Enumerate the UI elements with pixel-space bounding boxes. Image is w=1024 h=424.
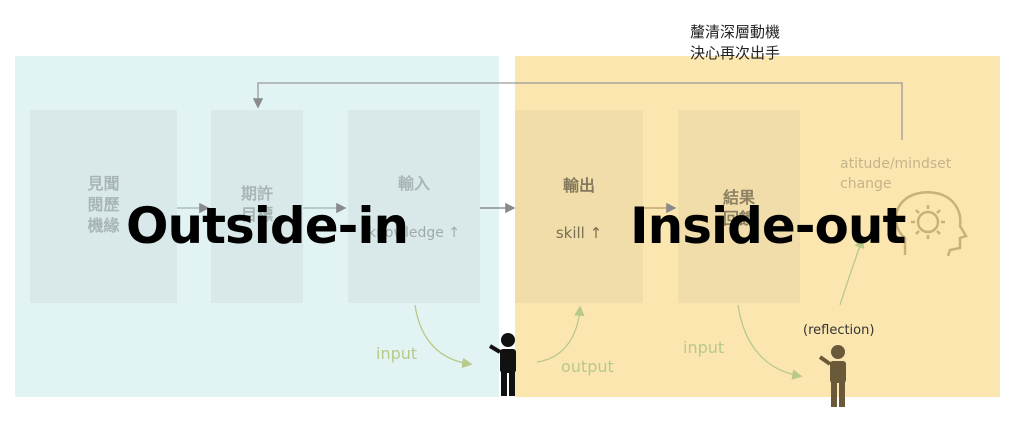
- box-result-text: 結果 回饋: [722, 188, 755, 228]
- person-figure-brown: [818, 345, 846, 407]
- output-label: output: [561, 357, 614, 376]
- head-icon: [894, 191, 968, 257]
- box-expectation: [211, 110, 303, 303]
- box-input-title: 輸入: [397, 174, 430, 193]
- box-output-sub: skill ↑: [555, 224, 603, 242]
- person-figure-black: [488, 333, 516, 396]
- box-result: [678, 110, 800, 303]
- attitude-label: atitude/mindset change: [840, 156, 952, 192]
- box-output-title: 輸出: [562, 176, 595, 195]
- curve-reflection: [839, 237, 865, 306]
- feedback-loop-line: [252, 82, 903, 140]
- inside-out-title: Inside-out: [630, 197, 906, 255]
- curve-input-right: [737, 304, 803, 380]
- box-expectation-text: 期許 目標: [240, 184, 273, 224]
- curve-output: [536, 305, 585, 363]
- top-note: 釐清深層動機 決心再次出手: [690, 23, 781, 62]
- box-experience-text: 見聞 閱歷 機緣: [87, 174, 120, 235]
- box-input-sub: knowledge ↑: [367, 225, 461, 241]
- box-input: [348, 110, 480, 303]
- box-output: [515, 110, 643, 303]
- outside-in-zone: [15, 56, 499, 397]
- curve-input-left: [414, 304, 473, 369]
- input-label-right: input: [683, 338, 725, 357]
- reflection-label: (reflection): [803, 323, 875, 338]
- box-experience: [30, 110, 177, 303]
- outside-in-title: Outside-in: [126, 197, 409, 255]
- input-label-left: input: [376, 344, 418, 363]
